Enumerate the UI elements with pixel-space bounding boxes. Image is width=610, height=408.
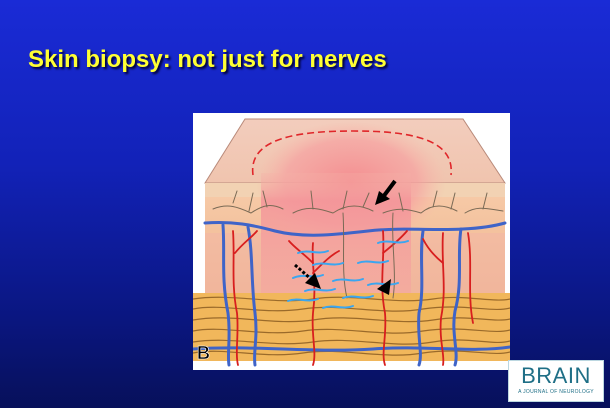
brain-logo-subtitle: A JOURNAL OF NEUROLOGY — [509, 389, 603, 395]
slide-title: Skin biopsy: not just for nerves — [28, 46, 387, 74]
brain-journal-logo: BRAIN A JOURNAL OF NEUROLOGY — [508, 360, 604, 402]
subcutaneous-fat-layer — [193, 293, 510, 363]
figure-panel-label: B — [197, 343, 210, 363]
skin-biopsy-illustration: B — [193, 113, 510, 370]
brain-logo-title: BRAIN — [509, 364, 603, 388]
